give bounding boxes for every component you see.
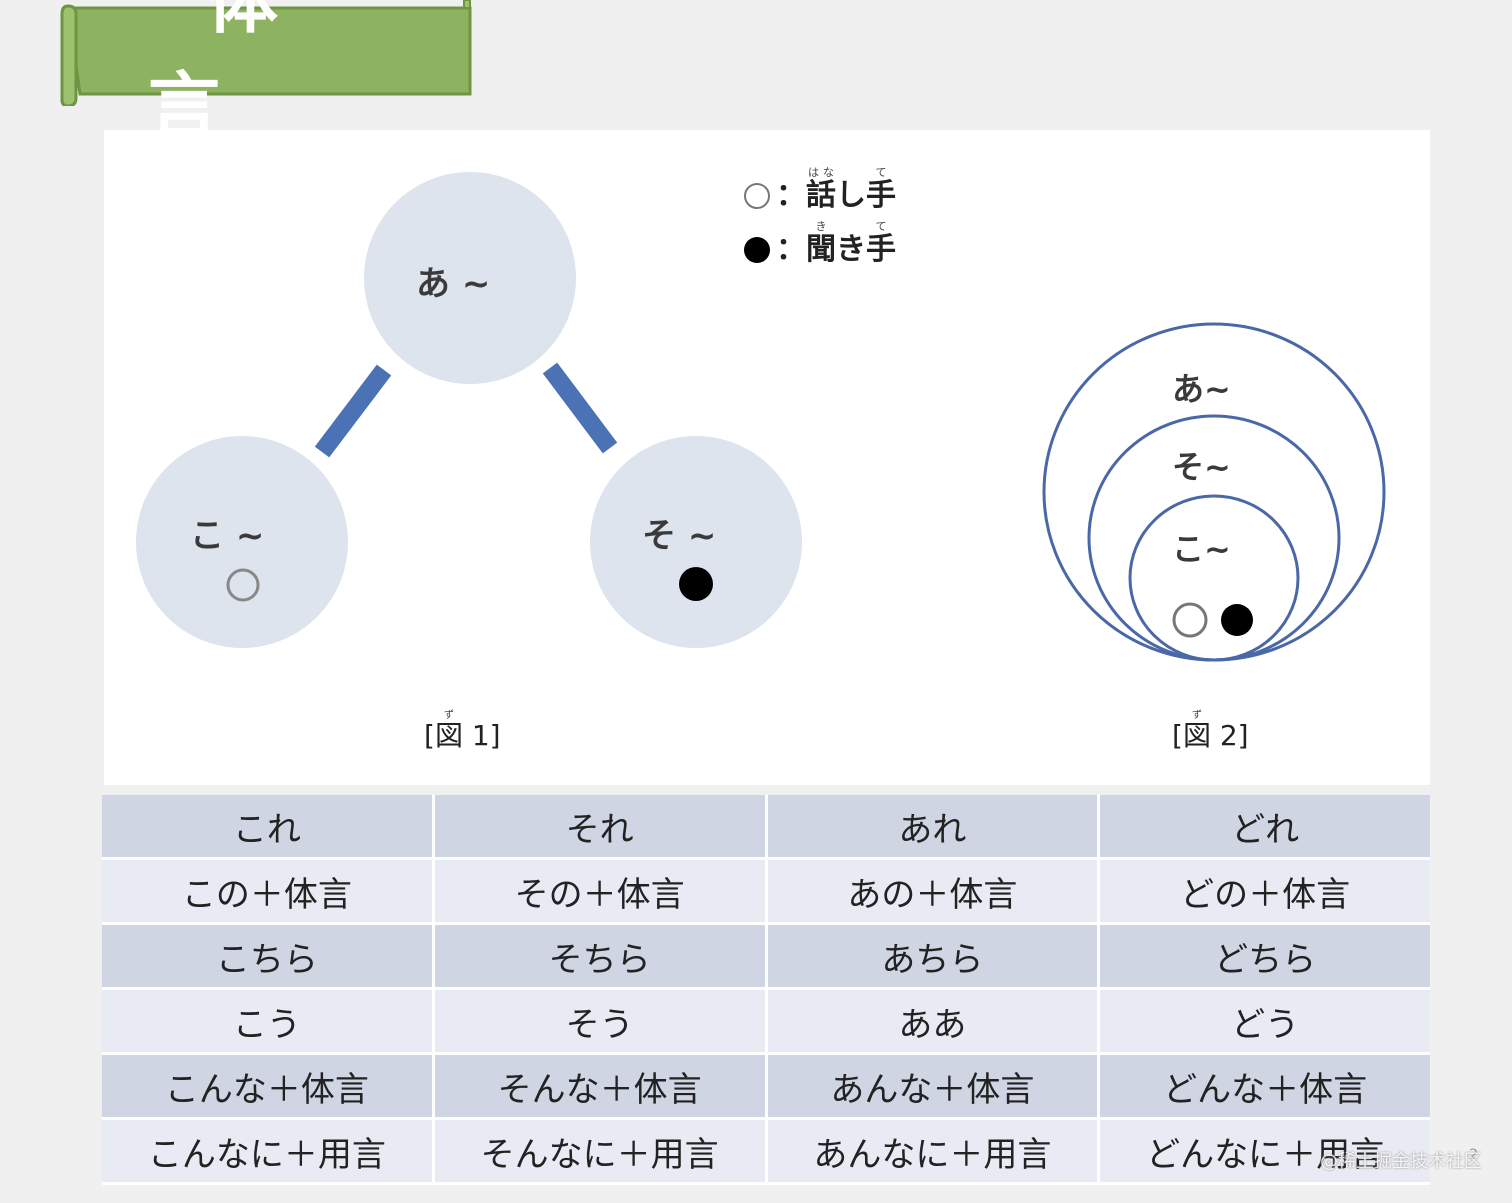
legend-listener: ： 聞きき手て (744, 220, 896, 268)
banner-title: 体 言 (148, 0, 337, 148)
table-cell: あんなに＋用言 (767, 1120, 1101, 1185)
table-cell: ああ (767, 990, 1101, 1055)
table-cell: こんなに＋用言 (102, 1120, 435, 1185)
listener-mark (679, 567, 713, 601)
table-row: これ それ あれ どれ (102, 795, 1430, 860)
table-row: こちら そちら あちら どちら (102, 925, 1430, 990)
legend-speaker: ： 話はなし手て (744, 166, 896, 214)
table-cell: どんなに＋用言 (1100, 1120, 1430, 1185)
legend-colon: ： (776, 178, 806, 213)
table-row: こう そう ああ どう (102, 990, 1430, 1055)
label-ring-a: あ~ (1172, 370, 1231, 408)
banner-scroll-shape (60, 0, 472, 108)
title-banner: 体 言 (60, 0, 474, 148)
solid-circle-icon (744, 237, 770, 263)
table-row: こんなに＋用言 そんなに＋用言 あんなに＋用言 どんなに＋用言 (102, 1120, 1430, 1185)
connector-right (542, 362, 618, 454)
table-cell: こんな＋体言 (102, 1055, 435, 1120)
table-row: こんな＋体言 そんな＋体言 あんな＋体言 どんな＋体言 (102, 1055, 1430, 1120)
label-ko: こ ~ (190, 516, 265, 556)
connector-left (314, 364, 392, 458)
diagram-panel: あ ~ こ ~ そ ~ あ~ そ~ こ~ ： 話はなし手て ： 聞きき手て [図… (104, 130, 1430, 785)
table-row: この＋体言 その＋体言 あの＋体言 どの＋体言 (102, 860, 1430, 925)
table-cell: そんなに＋用言 (434, 1120, 768, 1185)
legend-speaker-text: 話はなし手て (806, 166, 896, 213)
table-cell: そう (434, 990, 768, 1055)
table-cell: あの＋体言 (767, 860, 1101, 925)
table-cell: これ (102, 795, 435, 860)
table-cell: どんな＋体言 (1100, 1055, 1430, 1120)
label-ring-ko: こ~ (1172, 530, 1231, 568)
table-cell: どの＋体言 (1100, 860, 1430, 925)
watermark: @稀土掘金技术社区 (1320, 1151, 1482, 1172)
demonstrative-table: これ それ あれ どれ この＋体言 その＋体言 あの＋体言 どの＋体言 こちら … (102, 795, 1430, 1185)
table-cell: その＋体言 (434, 860, 768, 925)
legend-listener-text: 聞きき手て (806, 220, 896, 267)
speaker-mark-fig2 (1172, 602, 1208, 638)
label-so: そ ~ (642, 516, 717, 556)
table-cell: どう (1100, 990, 1430, 1055)
table-cell: どれ (1100, 795, 1430, 860)
table-cell: そちら (434, 925, 768, 990)
table-cell: どちら (1100, 925, 1430, 990)
diagram-shapes (136, 172, 1386, 662)
table-cell: あんな＋体言 (767, 1055, 1101, 1120)
label-a: あ ~ (416, 264, 491, 304)
circle-ko (136, 436, 348, 648)
table-cell: あれ (767, 795, 1101, 860)
table-cell: それ (434, 795, 768, 860)
hollow-circle-icon (744, 183, 770, 209)
figure2-caption: [図ず 2] (1172, 710, 1249, 752)
table-cell: この＋体言 (102, 860, 435, 925)
speaker-mark (226, 568, 260, 602)
table-cell: そんな＋体言 (434, 1055, 768, 1120)
page-number: 2 (1469, 1147, 1478, 1163)
figure1-caption: [図ず 1] (424, 710, 501, 752)
table-cell: あちら (767, 925, 1101, 990)
listener-mark-fig2 (1221, 604, 1253, 636)
table-cell: こう (102, 990, 435, 1055)
table-cell: こちら (102, 925, 435, 990)
legend-colon: ： (776, 232, 806, 267)
circle-a (364, 172, 576, 384)
label-ring-so: そ~ (1172, 448, 1231, 486)
ring-inner (1128, 494, 1300, 662)
circle-so (590, 436, 802, 648)
